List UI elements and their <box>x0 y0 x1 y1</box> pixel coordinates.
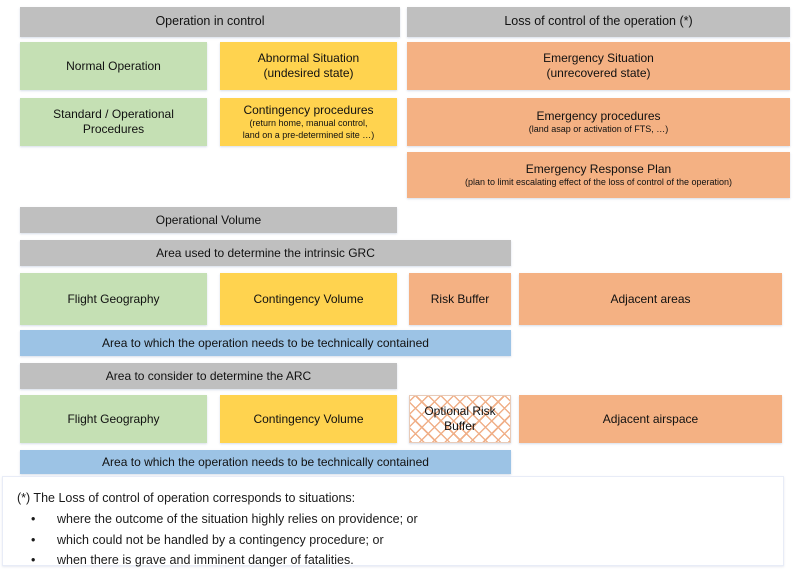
risk-buffer-box: Risk Buffer <box>409 273 511 325</box>
operational-volume-bar: Operational Volume <box>20 207 397 233</box>
emergency-procedures-box: Emergency procedures (land asap or activ… <box>407 98 790 146</box>
containment-area-grc-bar: Area to which the operation needs to be … <box>20 330 511 356</box>
emergency-response-plan-box: Emergency Response Plan (plan to limit e… <box>407 152 790 198</box>
adjacent-areas-box: Adjacent areas <box>519 273 782 325</box>
abnormal-situation-box: Abnormal Situation (undesired state) <box>220 42 397 90</box>
footnote-item-text: which could not be handled by a continge… <box>57 532 384 547</box>
bullet-icon: • <box>31 552 36 567</box>
header-loss-of-control: Loss of control of the operation (*) <box>407 7 790 37</box>
footnote-item: • where the outcome of the situation hig… <box>17 509 769 529</box>
standard-operational-procedures-box: Standard / Operational Procedures <box>20 98 207 146</box>
footnote-item-text: where the outcome of the situation highl… <box>57 512 418 527</box>
contingency-volume-grc-box: Contingency Volume <box>220 273 397 325</box>
footnote-item: • when there is grave and imminent dange… <box>17 550 769 570</box>
normal-operation-box: Normal Operation <box>20 42 207 90</box>
footnote-item-text: when there is grave and imminent danger … <box>57 552 354 567</box>
contingency-volume-arc-box: Contingency Volume <box>220 395 397 443</box>
contingency-procedures-box: Contingency procedures (return home, man… <box>220 98 397 146</box>
footnote-panel: (*) The Loss of control of operation cor… <box>2 476 784 567</box>
footnote-list: • where the outcome of the situation hig… <box>17 509 769 570</box>
area-intrinsic-grc-bar: Area used to determine the intrinsic GRC <box>20 240 511 266</box>
adjacent-airspace-box: Adjacent airspace <box>519 395 782 443</box>
header-operation-in-control: Operation in control <box>20 7 400 37</box>
flight-geography-grc-box: Flight Geography <box>20 273 207 325</box>
area-determine-arc-bar: Area to consider to determine the ARC <box>20 363 397 389</box>
containment-area-arc-bar: Area to which the operation needs to be … <box>20 450 511 474</box>
flight-geography-arc-box: Flight Geography <box>20 395 207 443</box>
footnote-item: • which could not be handled by a contin… <box>17 530 769 550</box>
emergency-situation-box: Emergency Situation (unrecovered state) <box>407 42 790 90</box>
bullet-icon: • <box>31 532 36 547</box>
optional-risk-buffer-box: Optional Risk Buffer <box>409 395 511 443</box>
footnote-lead: (*) The Loss of control of operation cor… <box>17 491 356 505</box>
bullet-icon: • <box>31 512 36 527</box>
